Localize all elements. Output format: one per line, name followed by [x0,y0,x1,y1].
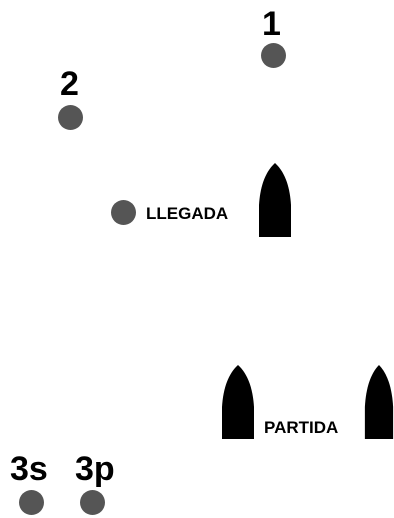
mark-1-label: 1 [262,5,281,43]
start-label: PARTIDA [264,418,339,437]
mark-3s-buoy [19,490,44,515]
finish-buoy [111,200,136,225]
start-boat-left-icon [221,365,255,439]
mark-1-buoy [261,43,286,68]
mark-3p-label: 3p [75,450,115,488]
finish-label: LLEGADA [146,204,229,223]
mark-2-label: 2 [60,65,79,103]
mark-3s-label: 3s [10,450,48,488]
mark-2-buoy [58,105,83,130]
start-boat-right-icon [364,365,394,439]
mark-3p-buoy [80,490,105,515]
finish-committee-boat-icon [258,163,292,237]
